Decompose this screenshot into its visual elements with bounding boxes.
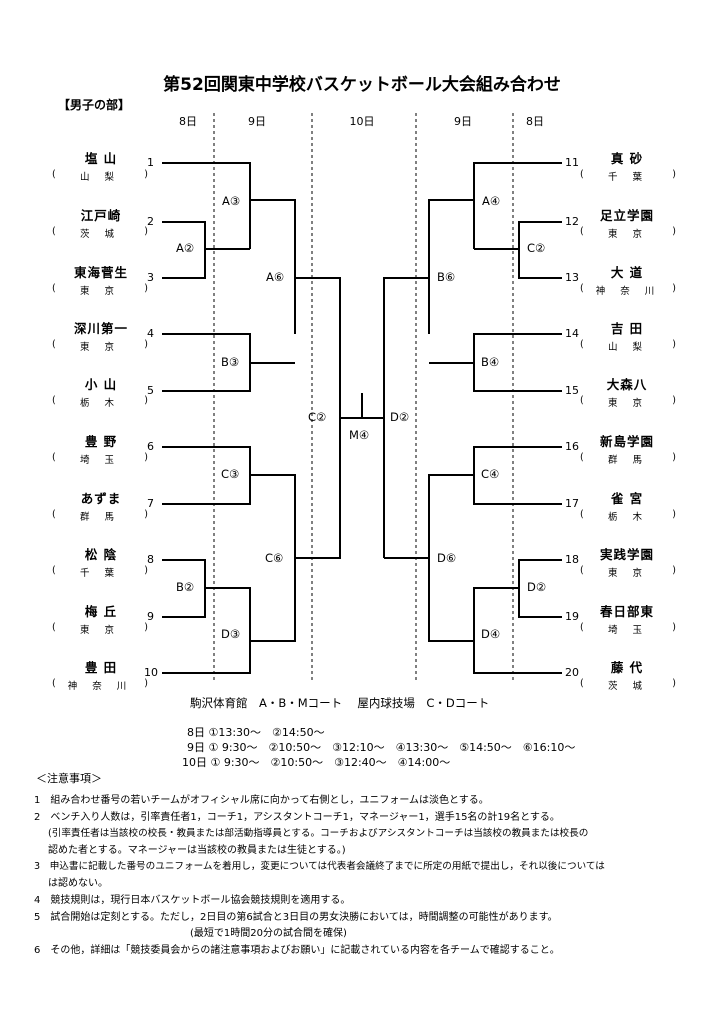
note-item: (引率責任者は当該校の校長・教員または部活動指導員とする。コーチおよびアシスタン… [48,828,589,839]
game-label-c2: C② [308,410,327,424]
seed-number: 3 [147,271,154,284]
seed-number: 10 [144,666,158,679]
game-label-d3: D③ [221,627,241,641]
team-name: 足立学園 [599,208,654,223]
team-name: 大 道 [610,265,644,280]
day-label-center: 10日 [349,115,375,128]
day-label-right-1: 8日 [526,115,544,128]
seed-number: 20 [565,666,579,679]
game-label-m4: M④ [349,428,370,442]
bracket-line [295,277,341,418]
game-label-b3: B③ [221,355,240,369]
bracket-line [295,418,341,559]
notes-title: ＜注意事項＞ [36,772,102,785]
game-label-c2-right: C② [527,241,546,255]
team-name: 大森八 [606,377,648,392]
game-label-c6: C⑥ [265,551,284,565]
game-label-b2: B② [176,580,195,594]
game-label-b4: B④ [481,355,500,369]
seed-number: 1 [147,156,154,169]
game-label-d2-right: D② [527,580,547,594]
seed-number: 5 [147,384,154,397]
bracket-line [250,199,296,334]
team-name: 吉 田 [610,321,644,336]
schedule-line: 8日 ①13:30～ ②14:50～ [187,726,325,739]
game-label-a6: A⑥ [266,270,285,284]
team-name: 塩 山 [84,151,118,166]
team-name: 深川第一 [73,321,128,336]
team-name: 豊 田 [84,660,118,675]
team-name: 江戸崎 [80,208,122,223]
page-title: 第52回関東中学校バスケットボール大会組み合わせ [163,75,561,95]
seed-number: 8 [147,553,154,566]
seed-number: 14 [565,327,579,340]
team-name: 真 砂 [610,151,644,166]
team-name: 雀 宮 [610,491,644,506]
seed-number: 6 [147,440,154,453]
schedule-line: 10日 ① 9:30～ ②10:50～ ③12:40～ ④14:00～ [182,756,451,769]
note-item: (最短で1時間20分の試合間を確保) [190,928,347,939]
seed-number: 11 [565,156,579,169]
team-name: 新島学園 [599,434,654,449]
team-name: 梅 丘 [84,604,118,619]
team-name: 小 山 [84,377,118,392]
team-name: 松 陰 [84,547,118,562]
bracket-line [162,162,251,249]
seed-number: 7 [147,497,154,510]
game-label-a3: A③ [222,194,241,208]
team-name: 東海菅生 [73,265,128,280]
seed-number: 18 [565,553,579,566]
game-label-a4: A④ [482,194,501,208]
game-label-b6: B⑥ [437,270,456,284]
game-label-a2: A② [176,241,195,255]
team-name: あずま [80,491,122,506]
game-label-d6: D⑥ [437,551,457,565]
note-item: 5 試合開始は定刻とする。ただし，2日目の第6試合と3日目の男女決勝においては，… [34,912,558,923]
day-label-left-2: 9日 [248,115,266,128]
note-item: は認めない。 [48,878,108,889]
seed-number: 13 [565,271,579,284]
game-label-d4: D④ [481,627,501,641]
note-item: 6 その他，詳細は「競技委員会からの諸注意事項およびお願い」に記載されている内容… [34,945,560,956]
schedule-line: 9日 ① 9:30～ ②10:50～ ③12:10～ ④13:30～ ⑤14:5… [187,741,576,754]
seed-number: 15 [565,384,579,397]
note-item: 4 競技規則は，現行日本バスケットボール協会競技規則を適用する。 [34,895,351,906]
team-name: 藤 代 [610,660,644,675]
seed-number: 19 [565,610,579,623]
seed-number: 9 [147,610,154,623]
team-name: 春日部東 [599,604,654,619]
bracket-line [428,199,474,334]
seed-number: 4 [147,327,154,340]
bracket-line [383,277,429,558]
team-name: 実践学園 [599,547,654,562]
note-item: 1 組み合わせ番号の若いチームがオフィシャル席に向かって右側とし，ユニフォームは… [34,795,489,806]
seed-number: 16 [565,440,579,453]
bracket-line [162,587,251,674]
note-item: 3 申込書に記載した番号のユニフォームを着用し，変更については代表者会議終了まで… [34,861,605,872]
seed-number: 12 [565,215,579,228]
game-label-c3: C③ [221,467,240,481]
note-item: 2 ベンチ入り人数は，引率責任者1，コーチ1，アシスタントコーチ1，マネージャー… [34,812,560,823]
seed-number: 17 [565,497,579,510]
team-name: 豊 野 [84,434,118,449]
note-item: 認めた者とする。マネージャーは当該校の教員または生徒とする。) [48,845,346,856]
game-label-d2: D② [390,410,410,424]
day-label-left-1: 8日 [179,115,197,128]
bracket-line [473,162,562,249]
game-label-c4: C④ [481,467,500,481]
venue-info: 駒沢体育館 A・B・Mコート 屋内球技場 C・Dコート [190,696,490,710]
bracket-line [473,587,562,674]
day-label-right-2: 9日 [454,115,472,128]
section-label: 【男子の部】 [58,98,131,112]
seed-number: 2 [147,215,154,228]
